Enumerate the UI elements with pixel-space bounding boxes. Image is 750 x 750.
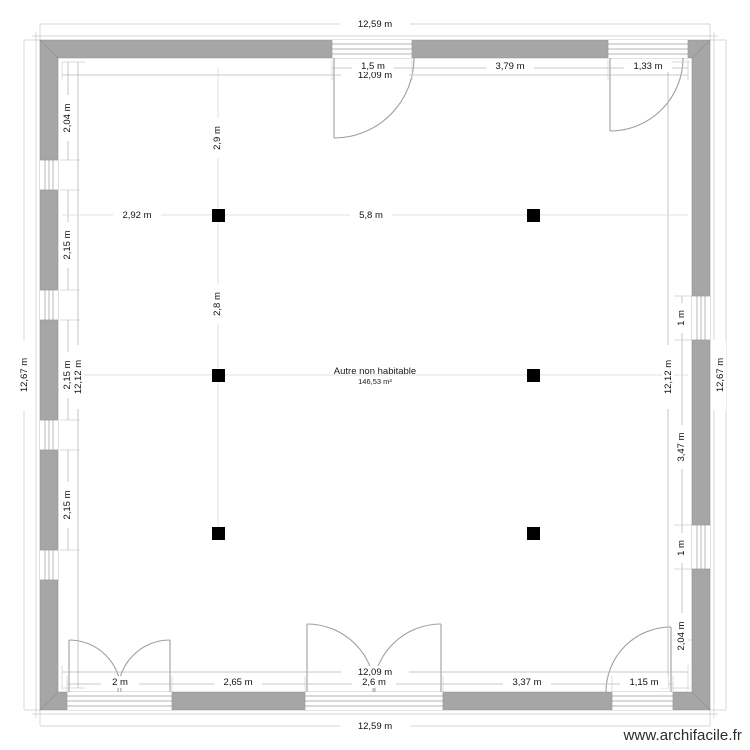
dim-exterior-left: 12,67 m (19, 358, 30, 392)
label-grid-v-0: 2,9 m (212, 118, 224, 158)
label-top-seg-1: 3,79 m (486, 60, 534, 72)
dim-bottom-segment-4: 3,37 m (512, 677, 541, 688)
dim-bottom-segment-1: 2 m (112, 677, 128, 688)
label-top-seg-0: 1,5 m (352, 60, 394, 72)
label-interior-right: 12,12 m (662, 345, 674, 409)
label-exterior-top: 12,59 m (340, 17, 410, 30)
label-left-seg-0: 2,04 m (62, 95, 74, 141)
label-grid-h-0: 2,92 m (113, 209, 161, 221)
left-wall-windows (40, 159, 58, 581)
right-wall-windows (692, 295, 710, 570)
dim-left-segment-1: 2,04 m (62, 103, 73, 132)
dim-grid-horizontal-1: 2,92 m (122, 210, 151, 221)
structural-columns (212, 209, 540, 540)
dim-exterior-bottom: 12,59 m (358, 721, 392, 732)
dim-grid-vertical-1: 2,9 m (212, 126, 223, 150)
room-label: Autre non habitable 146,53 m² (334, 366, 416, 386)
dim-right-segment-3: 1 m (676, 540, 687, 556)
dim-right-segment-4: 2,04 m (676, 621, 687, 650)
label-bottom-seg-1: 2,65 m (214, 676, 262, 688)
door-swing-top-left (333, 57, 415, 139)
label-grid-h-1: 5,8 m (350, 209, 392, 221)
dim-top-segment-3: 1,33 m (633, 61, 662, 72)
label-left-seg-3: 2,15 m (62, 482, 74, 528)
dim-exterior-right: 12,67 m (715, 358, 726, 392)
label-bottom-seg-2: 2,6 m (352, 676, 396, 688)
exterior-dimension-frame (23, 23, 727, 727)
dim-interior-right: 12,12 m (663, 360, 674, 394)
label-bottom-seg-3: 3,37 m (503, 676, 551, 688)
label-grid-v-1: 2,8 m (212, 284, 224, 324)
label-right-seg-0: 1 m (676, 303, 688, 333)
site-watermark: www.archifacile.fr (623, 727, 742, 744)
column-grid-lines (62, 68, 688, 533)
label-right-seg-1: 3,47 m (676, 425, 688, 469)
label-left-seg-1: 2,15 m (62, 222, 74, 268)
dim-exterior-top: 12,59 m (358, 19, 392, 30)
dim-top-segment-2: 3,79 m (495, 61, 524, 72)
dim-left-segment-2: 2,15 m (62, 230, 73, 259)
dim-bottom-segment-2: 2,65 m (223, 677, 252, 688)
label-exterior-bottom: 12,59 m (340, 719, 410, 732)
label-interior-bottom: 12,09 m (341, 666, 409, 678)
dim-interior-top: 12,09 m (358, 70, 392, 81)
bottom-wall-openings (66, 692, 674, 710)
label-right-seg-2: 1 m (676, 533, 688, 563)
dim-grid-horizontal-2: 5,8 m (359, 210, 383, 221)
dim-interior-left: 12,12 m (73, 360, 84, 394)
dim-right-segment-2: 3,47 m (676, 432, 687, 461)
door-swing-top-right (609, 57, 684, 132)
door-swing-bottom-right (605, 626, 672, 693)
dim-top-segment-1: 1,5 m (361, 61, 385, 72)
label-exterior-right: 12,67 m (713, 340, 726, 410)
dim-grid-vertical-2: 2,8 m (212, 292, 223, 316)
label-right-seg-3: 2,04 m (676, 613, 688, 659)
dim-bottom-segment-5: 1,15 m (629, 677, 658, 688)
dim-bottom-segment-3: 2,6 m (362, 677, 386, 688)
label-bottom-seg-0: 2 m (101, 676, 139, 688)
building-walls (39, 39, 711, 711)
label-bottom-seg-4: 1,15 m (620, 676, 668, 688)
label-top-seg-2: 1,33 m (624, 60, 672, 72)
label-exterior-left: 12,67 m (17, 340, 30, 410)
dim-left-segment-4: 2,15 m (62, 490, 73, 519)
room-area: 146,53 m² (358, 377, 392, 386)
label-interior-left: 12,12 m (72, 345, 84, 409)
dim-interior-bottom: 12,09 m (358, 667, 392, 678)
top-wall-openings (331, 40, 689, 58)
dim-right-segment-1: 1 m (676, 310, 687, 326)
room-name: Autre non habitable (334, 366, 416, 377)
dim-left-segment-3: 2,15 m (62, 360, 73, 389)
label-left-seg-2: 2,15 m (62, 352, 74, 398)
